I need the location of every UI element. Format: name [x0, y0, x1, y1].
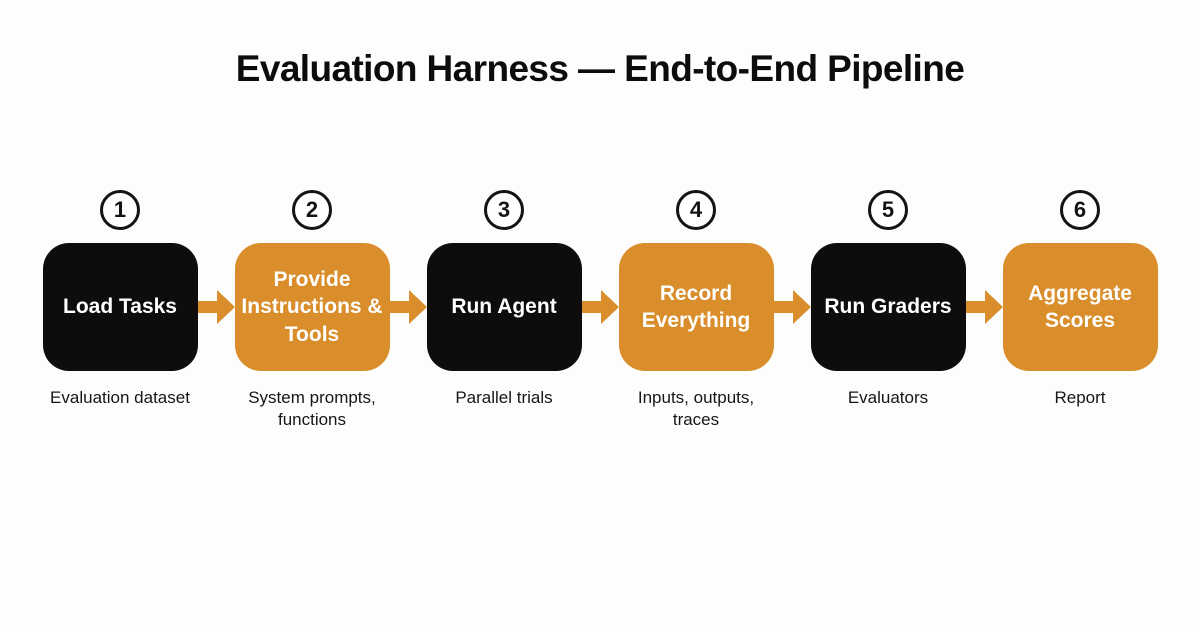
arrow-right-icon — [773, 289, 811, 325]
step-caption: Inputs, outputs, traces — [637, 388, 755, 430]
step-number: 2 — [305, 197, 319, 222]
pipeline-step-provide-instructions: 2 Provide Instructions & Tools System pr… — [234, 190, 390, 431]
step-box: Load Tasks — [42, 243, 198, 371]
pipeline-step-run-agent: 3 Run Agent Parallel trials — [426, 190, 582, 409]
step-box-label: Load Tasks — [63, 295, 177, 319]
step-caption: Parallel trials — [455, 388, 553, 407]
step-box: Run Graders — [810, 243, 966, 371]
step-box-label: Run Graders — [824, 295, 952, 319]
page-title: Evaluation Harness — End-to-End Pipeline — [235, 48, 965, 89]
step-caption: Report — [1054, 388, 1106, 407]
step-box-label: Aggregate Scores — [1028, 281, 1132, 332]
step-box: Provide Instructions & Tools — [234, 243, 390, 371]
arrow-right-icon — [389, 289, 427, 325]
step-caption: Evaluators — [847, 388, 929, 407]
step-box-label: Provide Instructions & Tools — [241, 268, 383, 346]
step-box-label: Run Agent — [451, 295, 557, 319]
step-box: Run Agent — [426, 243, 582, 371]
step-number: 4 — [689, 197, 703, 222]
step-number: 1 — [113, 197, 127, 222]
step-number: 3 — [497, 197, 511, 222]
pipeline-row: 1 Load Tasks Evaluation dataset 2 Provid… — [0, 190, 1200, 431]
step-number-badge: 5 — [868, 190, 908, 230]
step-number-badge: 4 — [676, 190, 716, 230]
step-caption: Evaluation dataset — [50, 388, 190, 407]
step-number: 5 — [881, 197, 895, 222]
step-number-badge: 2 — [292, 190, 332, 230]
pipeline-step-load-tasks: 1 Load Tasks Evaluation dataset — [42, 190, 198, 409]
pipeline-step-aggregate-scores: 6 Aggregate Scores Report — [1002, 190, 1158, 409]
step-number-badge: 1 — [100, 190, 140, 230]
step-box: Record Everything — [618, 243, 774, 371]
step-number-badge: 3 — [484, 190, 524, 230]
pipeline-step-record-everything: 4 Record Everything Inputs, outputs, tra… — [618, 190, 774, 431]
step-box: Aggregate Scores — [1002, 243, 1158, 371]
pipeline-step-run-graders: 5 Run Graders Evaluators — [810, 190, 966, 409]
step-number-badge: 6 — [1060, 190, 1100, 230]
step-box-label: Record Everything — [641, 281, 751, 332]
step-number: 6 — [1073, 197, 1087, 222]
arrow-right-icon — [581, 289, 619, 325]
arrow-right-icon — [197, 289, 235, 325]
step-caption: System prompts, functions — [248, 388, 376, 430]
arrow-right-icon — [965, 289, 1003, 325]
